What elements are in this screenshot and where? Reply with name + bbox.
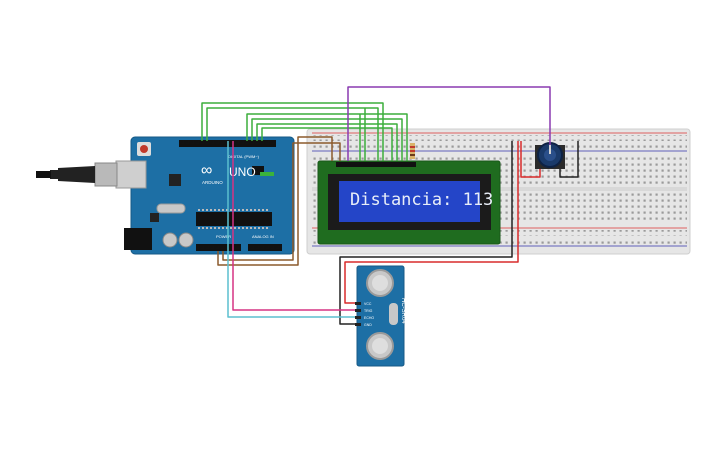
resistor	[410, 143, 415, 159]
sensor-model-label: HC-SR04	[400, 298, 406, 324]
power-jack	[124, 228, 152, 250]
usb-port	[115, 160, 147, 189]
arduino-logo-icon: ∞	[201, 162, 212, 179]
lcd-display: Distancia: 113	[317, 143, 501, 245]
wires	[201, 86, 579, 325]
wire-black	[339, 141, 513, 325]
ultrasonic-sensor: HC-SR04 VCC TRIG ECHO GND	[355, 265, 406, 367]
wire-green	[201, 102, 384, 161]
sensor-pins: VCC TRIG ECHO GND	[355, 302, 374, 327]
arduino-brand-label: ARDUINO	[202, 180, 223, 185]
wire-black	[559, 141, 579, 178]
wire-cyan	[227, 141, 355, 318]
svg-text:ECHO: ECHO	[364, 316, 374, 320]
wire-brown	[222, 142, 341, 261]
svg-text:VCC: VCC	[364, 302, 372, 306]
wire-brown	[217, 136, 333, 266]
wire-purple	[347, 86, 551, 161]
potentiometer[interactable]	[535, 142, 565, 169]
svg-text:GND: GND	[364, 323, 372, 327]
lcd-text: Distancia: 113	[350, 190, 493, 210]
wire-pink	[232, 141, 355, 311]
wire-green	[256, 123, 398, 161]
wire-green	[246, 113, 408, 161]
wire-red	[520, 141, 541, 178]
arduino-power-label: POWER	[216, 234, 231, 239]
arduino-model-label: UNO	[229, 165, 256, 179]
arduino-digital-label: DIGITAL (PWM~)	[228, 154, 260, 159]
arduino-uno-board: ∞ UNO ARDUINO DIGITAL (PWM~) POWER ANALO…	[36, 136, 295, 255]
atmega-chip	[196, 212, 272, 226]
svg-text:TRIG: TRIG	[364, 309, 373, 313]
wire-green	[261, 127, 393, 161]
lcd-pin-header	[336, 162, 416, 167]
wire-red	[344, 141, 519, 304]
wire-green	[206, 107, 379, 161]
usb-cable	[36, 162, 118, 187]
arduino-analog-label: ANALOG IN	[252, 234, 274, 239]
wire-green	[251, 118, 403, 161]
